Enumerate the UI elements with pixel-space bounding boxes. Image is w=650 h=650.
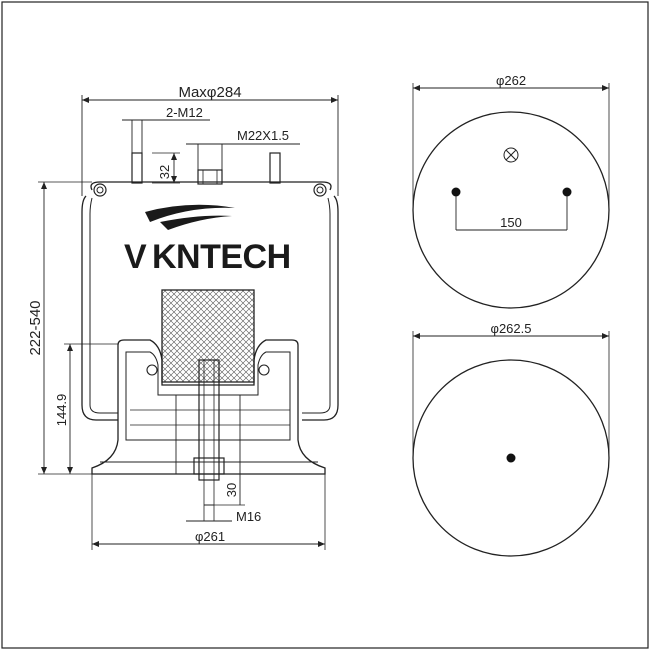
center-bolt [198,359,220,481]
stud-height-label: 32 [157,165,172,179]
stud-thread-label: 2-M12 [166,105,203,120]
brand-logo: V KNTECH [124,204,291,276]
left-stud [131,152,143,184]
air-inlet-symbol [503,147,519,163]
base-diameter-label: φ261 [195,529,225,544]
right-stud-hole [562,187,572,197]
top-view: φ262 150 [412,73,610,309]
bellows-right-wall [302,195,339,421]
center-bolt-hole [506,453,516,463]
bottom-bolt-label: M16 [236,509,261,524]
max-diameter-label: Maxφ284 [178,84,241,101]
bolt-depth-label: 30 [224,483,239,497]
piston-height-label: 144.9 [54,394,69,427]
left-bead-ring [93,183,107,197]
height-range-label: 222-540 [27,300,44,355]
side-view: V KNTECH Maxφ284 2-M12 M22X1.5 32 222-54… [27,84,339,550]
bellows-left-wall [81,195,118,421]
rubber-bumper [161,289,255,383]
brand-name: KNTECH [152,238,291,276]
bolt-nut [193,457,225,475]
right-bead-ring [313,183,327,197]
top-plate-circle [412,111,610,309]
right-bead-ring-inner [316,186,324,194]
piston-left-bead [146,364,158,376]
right-stud [269,152,281,184]
left-bead-ring-inner [96,186,104,194]
piston-right-bead [258,364,270,376]
air-fitting [197,169,223,185]
bottom-plate-diameter-label: φ262.5 [491,321,532,336]
logo-initial: V [124,238,147,276]
piston [91,339,326,475]
top-plate-diameter-label: φ262 [496,73,526,88]
logo-swoosh [145,204,235,222]
top-plate [90,181,332,191]
air-fitting-label: M22X1.5 [237,128,289,143]
stud-spacing-label: 150 [500,215,522,230]
bottom-view: φ262.5 [412,321,610,557]
left-stud-hole [451,187,461,197]
